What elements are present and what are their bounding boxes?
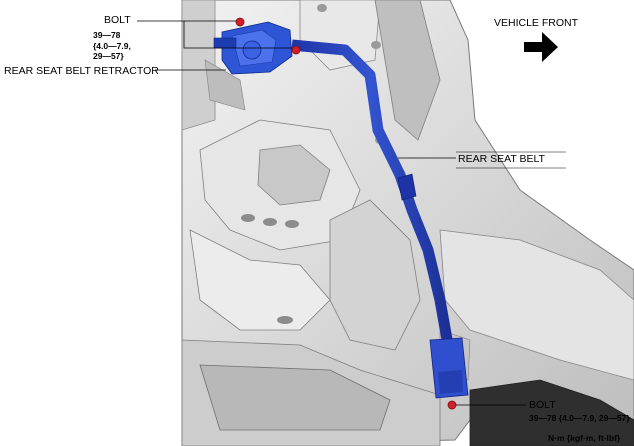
bolt-bottom xyxy=(447,400,457,410)
leader-lines xyxy=(137,20,566,406)
bolt-top-torque-line: 29—57} xyxy=(93,51,124,61)
bolt-bottom-torque: 39—78 {4.0—7.9, 29—57} xyxy=(529,413,630,423)
bolt-top-torque: 39—78 {4.0—7.9, 29—57} xyxy=(93,30,131,62)
torque-units-note: N·m {kgf·m, ft·lbf} xyxy=(548,433,621,443)
bolt-top-torque-line: 39—78 xyxy=(93,30,121,40)
bolt-top-left xyxy=(235,17,245,27)
vehicle-front-arrow-icon xyxy=(524,32,558,62)
vehicle-front-label: VEHICLE FRONT xyxy=(494,17,579,29)
bolt-bottom-label: BOLT xyxy=(529,399,556,411)
bolt-top-right xyxy=(291,45,301,55)
rear-seat-belt-label: REAR SEAT BELT xyxy=(458,153,545,165)
bolt-top-label: BOLT xyxy=(104,14,131,26)
retractor-label: REAR SEAT BELT RETRACTOR xyxy=(4,65,159,77)
bolt-top-torque-line: {4.0—7.9, xyxy=(93,40,131,51)
rear-seat-belt xyxy=(291,39,469,399)
